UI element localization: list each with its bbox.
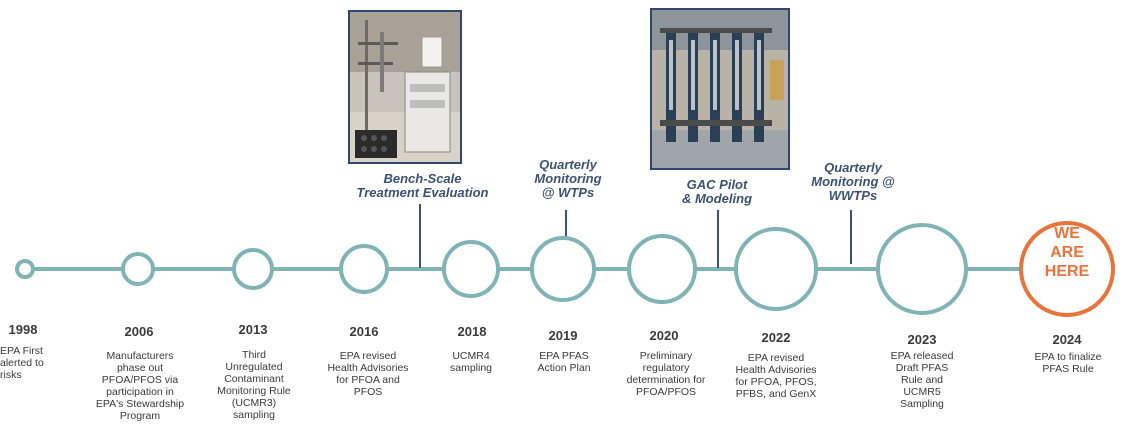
milestone-description: EPA released Draft PFAS Rule and UCMR5 S… (878, 350, 966, 410)
activity-line: Quarterly (824, 160, 882, 175)
description-line: participation in (106, 386, 174, 398)
description-line: Health Advisories (327, 362, 409, 374)
activity-gac-pilot: GAC Pilot & Modeling (662, 178, 772, 206)
activity-line: Monitoring @ (811, 174, 895, 189)
milestone-circle-2022 (734, 227, 818, 311)
description-line: PFAS Rule (1042, 363, 1094, 375)
activity-line: GAC Pilot (686, 177, 748, 192)
description-line: Draft PFAS (895, 362, 949, 374)
description-line: for PFOA, PFOS, (735, 376, 817, 388)
description-line: Contaminant (224, 373, 284, 385)
milestone-year: 2020 (649, 328, 679, 343)
milestone-year: 2016 (349, 324, 379, 339)
description-line: sampling (232, 409, 276, 421)
milestone-circle-2006 (121, 252, 155, 286)
milestone-description: EPA revised Health Advisories for PFOA, … (726, 352, 826, 400)
current-marker-circle (1019, 221, 1115, 317)
activity-line: @ WTPs (541, 185, 595, 200)
current-marker-line: HERE (1044, 263, 1090, 280)
activity-line: Quarterly (539, 157, 597, 172)
milestone-year: 2018 (457, 324, 487, 339)
milestone-circle-1998 (15, 259, 35, 279)
current-marker-line: WE (1054, 225, 1080, 242)
description-line: UCMR5 (903, 386, 941, 398)
description-line: PFBS, and GenX (735, 388, 817, 400)
milestone-year: 2022 (761, 330, 791, 345)
description-line: risks (0, 369, 22, 381)
milestone-description: EPA to finalize PFAS Rule (1022, 351, 1114, 375)
description-line: EPA released (890, 350, 954, 362)
milestone-year: 2006 (124, 324, 154, 339)
activity-line: Monitoring (534, 171, 602, 186)
description-line: regulatory (642, 362, 690, 374)
description-line: Action Plan (537, 362, 591, 374)
description-line: (UCMR3) (231, 397, 277, 409)
activity-bench-scale: Bench-Scale Treatment Evaluation (330, 172, 515, 200)
description-line: EPA revised (339, 350, 397, 362)
milestone-description: EPA PFAS Action Plan (528, 350, 600, 374)
description-line: Sampling (900, 398, 944, 410)
description-line: Third (242, 349, 266, 361)
description-line: Unregulated (225, 361, 283, 373)
milestone-circle-2016 (339, 244, 389, 294)
milestone-circle-2023 (876, 223, 968, 315)
description-line: EPA's Stewardship (95, 398, 185, 410)
description-line: Manufacturers (106, 350, 174, 362)
activity-line: Treatment Evaluation (356, 185, 489, 200)
description-line: determination for (626, 374, 706, 386)
gac-pilot-photo (650, 8, 790, 170)
description-line: EPA First (0, 345, 43, 357)
description-line: Program (119, 410, 161, 422)
milestone-circle-2019 (530, 236, 596, 302)
milestone-circle-2018 (442, 240, 500, 298)
milestone-year: 2023 (907, 332, 937, 347)
description-line: PFOA/PFOS (635, 386, 697, 398)
description-line: sampling (449, 362, 493, 374)
description-line: alerted to (0, 357, 44, 369)
milestone-description: UCMR4 sampling (438, 350, 504, 374)
milestone-year: 2024 (1052, 332, 1082, 347)
description-line: EPA to finalize (1034, 351, 1102, 363)
description-line: Health Advisories (735, 364, 817, 376)
description-line: EPA PFAS (539, 350, 589, 362)
description-line: PFOA/PFOS via (101, 374, 179, 386)
milestone-description: Third Unregulated Contaminant Monitoring… (206, 349, 302, 421)
activity-line: Bench-Scale (383, 171, 462, 186)
milestone-circle-2020 (627, 234, 697, 304)
milestone-description: Manufacturers phase out PFOA/PFOS via pa… (88, 350, 192, 422)
activity-wtp-monitoring: Quarterly Monitoring @ WTPs (518, 158, 618, 200)
milestone-year: 2013 (238, 322, 268, 337)
milestone-year: 2019 (548, 328, 578, 343)
bench-scale-photo (348, 10, 462, 164)
activity-wwtp-monitoring: Quarterly Monitoring @ WWTPs (798, 161, 908, 203)
current-marker-label: WE ARE HERE (1022, 224, 1112, 281)
description-line: PFOS (353, 386, 383, 398)
description-line: Rule and (900, 374, 944, 386)
activity-line: & Modeling (681, 191, 753, 206)
milestone-circle-2013 (232, 248, 274, 290)
description-line: for PFOA and (336, 374, 400, 386)
milestone-description: Preliminary regulatory determination for… (616, 350, 716, 398)
milestone-description: EPA revised Health Advisories for PFOA a… (318, 350, 418, 398)
activity-line: WWTPs (828, 188, 878, 203)
description-line: EPA revised (747, 352, 805, 364)
milestone-year: 1998 (8, 322, 38, 337)
milestone-description: EPA First alerted to risks (0, 345, 52, 381)
description-line: Monitoring Rule (217, 385, 291, 397)
description-line: UCMR4 (452, 350, 490, 362)
description-line: phase out (116, 362, 164, 374)
description-line: Preliminary (639, 350, 693, 362)
current-marker-line: ARE (1050, 244, 1084, 261)
